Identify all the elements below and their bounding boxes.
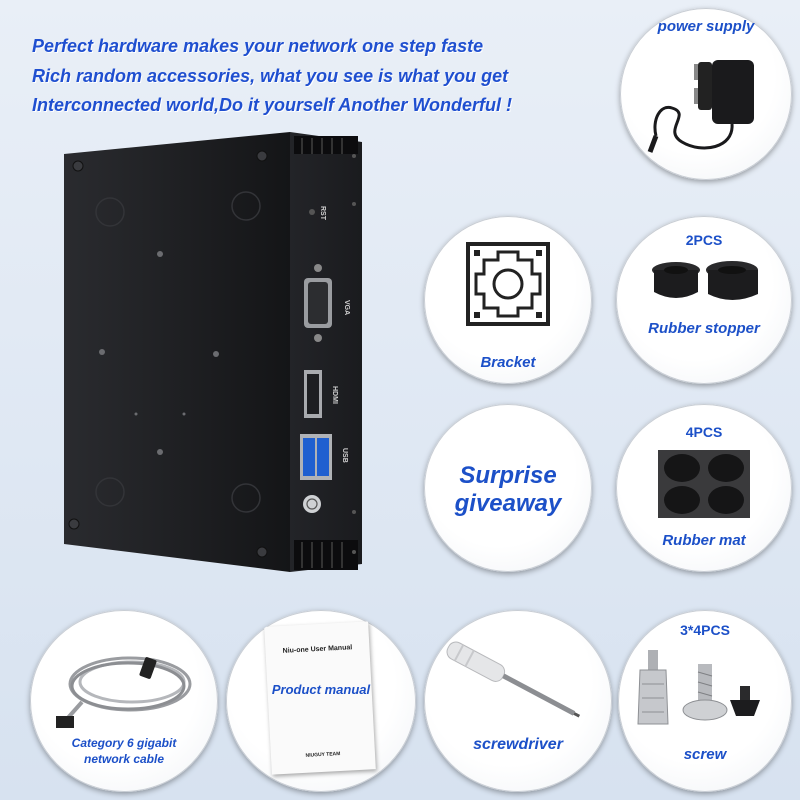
accessory-bracket: Bracket bbox=[424, 216, 592, 384]
power-button bbox=[303, 495, 321, 513]
rubber-stopper-count: 2PCS bbox=[685, 232, 723, 248]
device-side-panel bbox=[64, 132, 290, 572]
usb-ports bbox=[300, 434, 332, 480]
heatsink-top bbox=[294, 136, 358, 154]
rst-button bbox=[309, 209, 315, 215]
screw-count: 3*4PCS bbox=[680, 622, 730, 638]
giveaway-line-1: Surprise bbox=[459, 462, 557, 489]
mini-pc-device bbox=[64, 132, 362, 572]
vga-port bbox=[304, 264, 332, 342]
power-adapter-icon bbox=[647, 60, 754, 153]
screwdriver-icon bbox=[446, 641, 581, 718]
rubber-mat-count: 4PCS bbox=[685, 424, 723, 440]
rubber-stopper-label: Rubber stopper bbox=[648, 320, 760, 337]
accessory-rubber-stopper: 2PCS Rubber stopper bbox=[616, 216, 792, 384]
bracket-label: Bracket bbox=[480, 354, 536, 371]
network-cable-icon bbox=[56, 656, 192, 728]
tagline-line-2: Rich random accessories, what you see is… bbox=[32, 66, 509, 86]
network-cable-line-1: Category 6 gigabit bbox=[71, 736, 177, 750]
accessory-screwdriver: screwdriver bbox=[424, 610, 612, 792]
rubber-stopper-icon bbox=[652, 261, 758, 300]
rst-label: RST bbox=[319, 206, 326, 220]
device-front-panel bbox=[290, 132, 362, 572]
usb-label: USB bbox=[341, 448, 348, 463]
screwdriver-label: screwdriver bbox=[473, 736, 563, 753]
accessory-power-supply: power supply bbox=[620, 8, 792, 180]
side-screws bbox=[68, 150, 268, 558]
bracket-icon bbox=[466, 242, 550, 326]
manual-cover-footer: NIUGUY TEAM bbox=[305, 751, 341, 759]
rubber-mat-icon bbox=[658, 450, 750, 518]
giveaway-line-2: giveaway bbox=[454, 490, 562, 517]
accessory-product-manual: Niu-one User Manual NIUGUY TEAM Product … bbox=[226, 610, 416, 792]
power-supply-label: power supply bbox=[657, 18, 755, 35]
accessory-giveaway: Surprise giveaway bbox=[424, 404, 592, 572]
screw-label: screw bbox=[683, 746, 727, 763]
manual-cover-title: Niu-one User Manual bbox=[282, 644, 353, 655]
vga-label: VGA bbox=[343, 300, 350, 316]
tagline-line-1: Perfect hardware makes your network one … bbox=[32, 36, 484, 56]
accessory-network-cable: Category 6 gigabit network cable bbox=[30, 610, 218, 792]
product-manual-label: Product manual bbox=[271, 682, 371, 697]
heatsink-bottom bbox=[294, 540, 358, 570]
hdmi-port bbox=[304, 370, 322, 418]
manual-booklet: Niu-one User Manual NIUGUY TEAM bbox=[264, 621, 376, 775]
network-cable-line-2: network cable bbox=[83, 752, 165, 766]
hdmi-label: HDMI bbox=[331, 386, 338, 404]
rubber-mat-label: Rubber mat bbox=[662, 532, 746, 549]
tagline-line-3: Interconnected world,Do it yourself Anot… bbox=[32, 95, 513, 115]
accessory-rubber-mat: 4PCS Rubber mat bbox=[616, 404, 792, 572]
accessory-screw: 3*4PCS screw bbox=[618, 610, 792, 792]
screws-icon bbox=[637, 650, 760, 725]
